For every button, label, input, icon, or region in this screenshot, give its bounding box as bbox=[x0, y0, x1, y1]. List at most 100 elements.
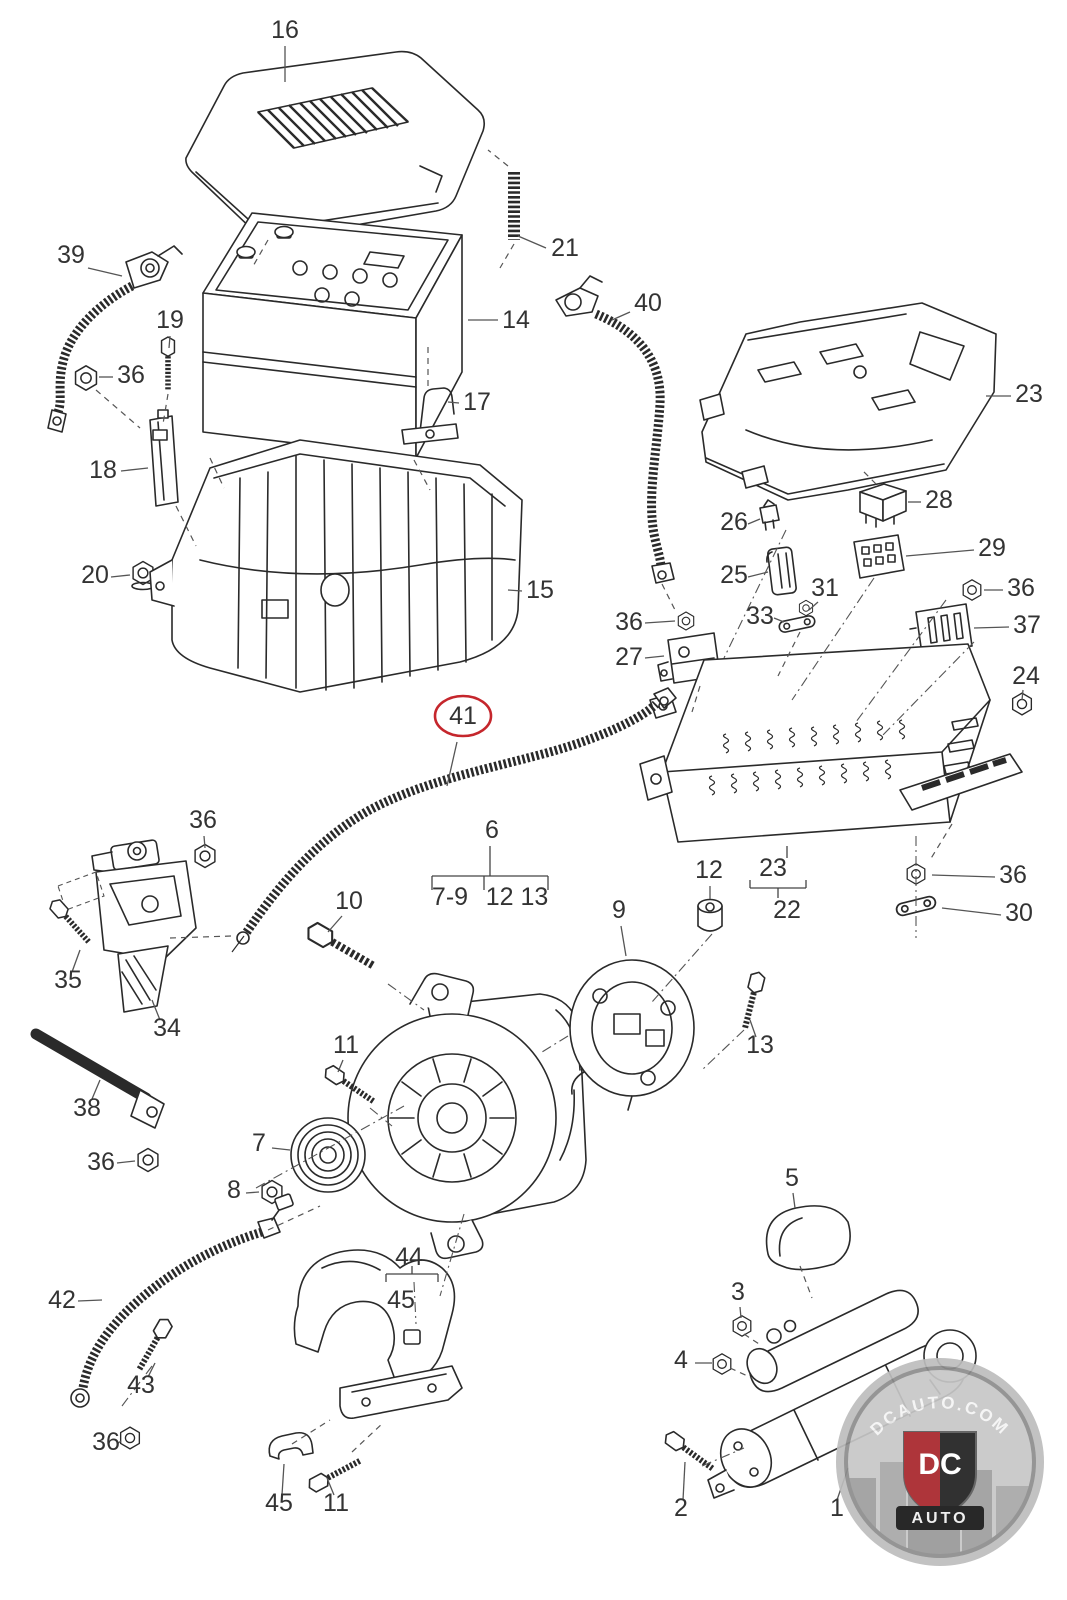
callout-3: 3 bbox=[731, 1278, 745, 1306]
callout-45: 45 bbox=[265, 1489, 293, 1517]
callout-13: 13 bbox=[746, 1031, 774, 1059]
callout-30: 30 bbox=[1005, 899, 1033, 927]
leader-line-19 bbox=[168, 335, 171, 349]
callout-19: 19 bbox=[156, 306, 184, 334]
watermark-shield-text: DC bbox=[918, 1448, 961, 1481]
leader-line-36 bbox=[116, 1160, 136, 1164]
callout-9: 9 bbox=[612, 896, 626, 924]
leader-line-36 bbox=[116, 1440, 122, 1445]
leader-line-3 bbox=[739, 1306, 742, 1319]
callout-12: 12 bbox=[695, 856, 723, 884]
leader-line-35 bbox=[71, 949, 81, 973]
nut-36-connector bbox=[962, 579, 982, 601]
leader-line-21 bbox=[517, 235, 547, 249]
leader-line-29 bbox=[905, 549, 975, 557]
callout-36: 36 bbox=[189, 806, 217, 834]
callout-18: 18 bbox=[89, 456, 117, 484]
dcauto-watermark: DCAUTO.COM DC AUTO bbox=[836, 1358, 1044, 1566]
leader-line-18 bbox=[120, 467, 149, 472]
callout-1: 1 bbox=[830, 1494, 844, 1522]
callout-8: 8 bbox=[227, 1176, 241, 1204]
callout-25: 25 bbox=[720, 561, 748, 589]
leader-line-26 bbox=[747, 518, 761, 525]
leader-line-24 bbox=[1021, 689, 1024, 701]
callout-35: 35 bbox=[54, 966, 82, 994]
callout-34: 34 bbox=[153, 1014, 181, 1042]
leader-line-2 bbox=[682, 1461, 686, 1501]
callout-17: 17 bbox=[463, 388, 491, 416]
leader-line-39 bbox=[87, 267, 123, 277]
relay-29 bbox=[853, 534, 905, 579]
callout-24: 24 bbox=[1012, 662, 1040, 690]
alternator bbox=[347, 972, 587, 1260]
leader-line-11 bbox=[326, 1477, 335, 1496]
callout-4: 4 bbox=[674, 1346, 688, 1374]
callout-22: 22 bbox=[773, 896, 801, 924]
leader-line-30 bbox=[941, 907, 1002, 916]
leader-line-40 bbox=[611, 311, 631, 321]
callout-20: 20 bbox=[81, 561, 109, 589]
callout-43: 43 bbox=[127, 1371, 155, 1399]
leader-line-11 bbox=[337, 1059, 344, 1073]
battery-tray bbox=[149, 439, 523, 693]
leader-line-8 bbox=[245, 1191, 260, 1194]
leader-line-5 bbox=[792, 1192, 796, 1209]
clamp-45 bbox=[268, 1431, 314, 1460]
callout-40: 40 bbox=[634, 289, 662, 317]
callout-23: 23 bbox=[1015, 380, 1043, 408]
callout-33: 33 bbox=[746, 602, 774, 630]
callout-41: 41 bbox=[449, 702, 477, 730]
fuse-strip-33 bbox=[777, 614, 817, 634]
callout-38: 38 bbox=[73, 1094, 101, 1122]
leader-line-38 bbox=[91, 1079, 101, 1100]
callout-21: 21 bbox=[551, 234, 579, 262]
negative-cable bbox=[47, 245, 183, 433]
leader-line-20 bbox=[110, 574, 131, 578]
group-brackets bbox=[385, 846, 807, 1282]
leader-line-25 bbox=[747, 571, 769, 578]
highlight-circle-41 bbox=[433, 694, 493, 738]
callout-42: 42 bbox=[48, 1286, 76, 1314]
callout-31: 31 bbox=[811, 574, 839, 602]
bolt-2 bbox=[662, 1429, 717, 1474]
ground-cable bbox=[70, 1193, 294, 1408]
callout-36: 36 bbox=[615, 608, 643, 636]
relay-28 bbox=[859, 483, 907, 528]
callout-37: 37 bbox=[1013, 611, 1041, 639]
nut-3 bbox=[732, 1315, 752, 1337]
bolt-19 bbox=[162, 337, 175, 390]
callout-6: 6 bbox=[485, 816, 499, 844]
callout-36: 36 bbox=[999, 861, 1027, 889]
leader-line-43 bbox=[147, 1362, 156, 1378]
bolt-11-lower bbox=[306, 1454, 364, 1494]
callout-5: 5 bbox=[785, 1164, 799, 1192]
bolt-35 bbox=[47, 897, 94, 947]
leader-line-17 bbox=[447, 401, 460, 404]
slotted-rail bbox=[899, 753, 1023, 811]
callout-29: 29 bbox=[978, 534, 1006, 562]
callout-12 13: 12 13 bbox=[486, 883, 549, 911]
leader-line-36 bbox=[203, 835, 206, 849]
starter-cover bbox=[765, 1205, 851, 1271]
leader-line-7 bbox=[271, 1147, 291, 1151]
callout-16: 16 bbox=[271, 16, 299, 44]
assembly-guide-lines bbox=[95, 149, 975, 1467]
pulley bbox=[290, 1117, 366, 1193]
callout-36: 36 bbox=[117, 361, 145, 389]
callout-15: 15 bbox=[526, 576, 554, 604]
leader-line-36 bbox=[931, 874, 996, 878]
nut-4 bbox=[712, 1353, 732, 1375]
leader-line-41 bbox=[446, 741, 458, 787]
leader-line-9 bbox=[620, 925, 627, 957]
callout-10: 10 bbox=[335, 887, 363, 915]
leader-line-34 bbox=[151, 999, 161, 1021]
leader-line-27 bbox=[644, 655, 665, 659]
cable-guide-bracket bbox=[293, 1249, 463, 1420]
battery-cover bbox=[185, 50, 485, 240]
nut-36-lower bbox=[119, 1426, 141, 1450]
callout-27: 27 bbox=[615, 643, 643, 671]
bushing-12 bbox=[697, 898, 723, 932]
